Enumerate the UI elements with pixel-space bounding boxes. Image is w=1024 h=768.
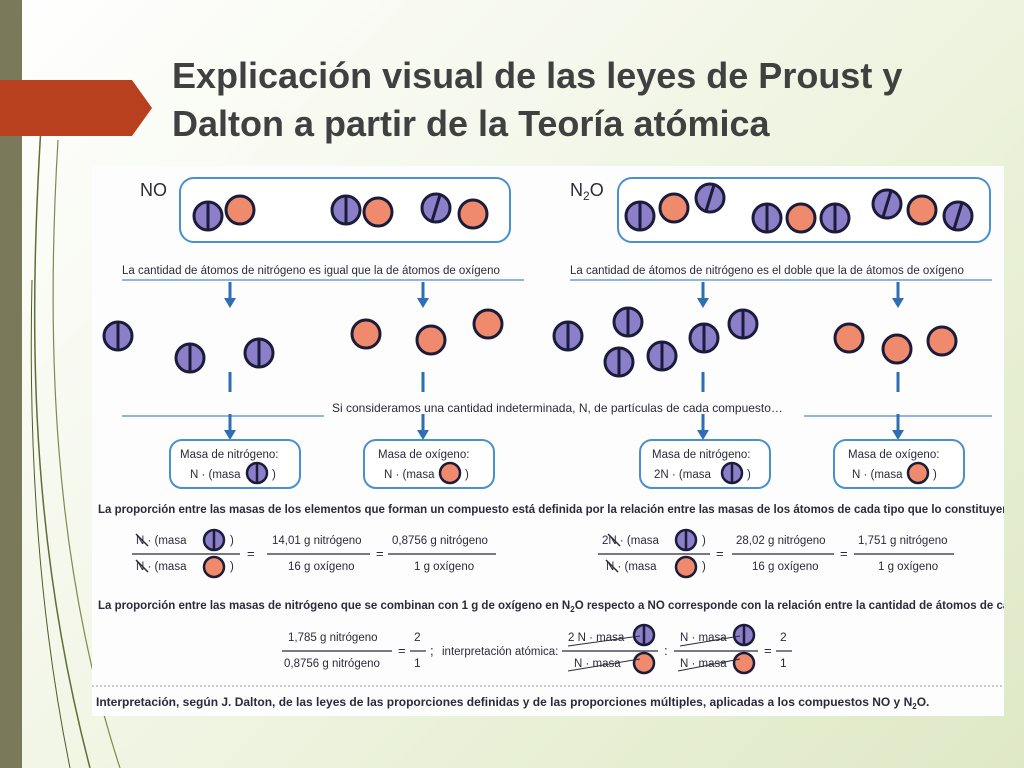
svg-text:1: 1: [414, 656, 421, 670]
svg-text:0,8756 g nitrógeno: 0,8756 g nitrógeno: [284, 658, 380, 670]
figure-caption: Interpretación, según J. Dalton, de las …: [96, 695, 929, 711]
down-arrow: [695, 280, 711, 310]
svg-text::: :: [664, 643, 668, 658]
svg-text:N · masa: N · masa: [680, 658, 727, 670]
svg-text:N · masa: N · masa: [574, 658, 621, 670]
label-no: NO: [140, 180, 167, 200]
svg-text:2: 2: [780, 630, 787, 644]
svg-text:=: =: [247, 546, 255, 561]
svg-text:2N · (masa: 2N · (masa: [602, 535, 659, 547]
svg-text:1,751 g nitrógeno: 1,751 g nitrógeno: [858, 535, 948, 547]
slide-title: Explicación visual de las leyes de Prous…: [172, 52, 1002, 148]
svg-text:Masa de nitrógeno:: Masa de nitrógeno:: [652, 449, 750, 461]
svg-text:1 g oxígeno: 1 g oxígeno: [878, 561, 938, 573]
dalton-figure: NO N2O La cantidad de átomos de nitrógen…: [92, 166, 1004, 716]
svg-text:0,8756 g nitrógeno: 0,8756 g nitrógeno: [392, 535, 488, 547]
title-line-1: Explicación visual de las leyes de Prous…: [172, 55, 903, 96]
svg-text:): ): [702, 561, 706, 573]
down-arrow: [415, 280, 431, 310]
mass-box-nitrogen-n2o: Masa de nitrógeno: 2N · (masa ): [639, 439, 771, 489]
left-accent-bar: [0, 0, 22, 768]
proportion-statement: La proporción entre las masas de los ele…: [98, 504, 1004, 516]
svg-text:2N · (masa: 2N · (masa: [654, 469, 711, 481]
final-ratio: 1,785 g nitrógeno 0,8756 g nitrógeno = 2…: [282, 623, 792, 675]
mass-box-nitrogen-no: Masa de nitrógeno: N · (masa ): [169, 439, 301, 489]
label-n2o: N2O: [570, 180, 604, 203]
svg-text:): ): [230, 561, 234, 573]
svg-text:2 N · masa: 2 N · masa: [568, 632, 625, 644]
n2o-molecule: [751, 202, 851, 234]
svg-text:Masa de oxígeno:: Masa de oxígeno:: [378, 449, 469, 461]
equation-no: N · (masa ) N · (masa ) = 14,01 g nitróg…: [132, 528, 496, 579]
svg-text:interpretación atómica:: interpretación atómica:: [442, 646, 558, 658]
svg-text:): ): [272, 469, 276, 481]
svg-text:=: =: [764, 643, 772, 658]
svg-text:=: =: [716, 546, 724, 561]
svg-text:2: 2: [414, 630, 421, 644]
svg-text:=: =: [376, 546, 384, 561]
svg-text:Masa de nitrógeno:: Masa de nitrógeno:: [180, 449, 278, 461]
multiple-proportions-statement: La proporción entre las masas de nitróge…: [98, 600, 1004, 614]
svg-text:N · (masa: N · (masa: [852, 469, 903, 481]
middle-statement: Si consideramos una cantidad indetermina…: [332, 401, 783, 415]
svg-text:1: 1: [780, 656, 787, 670]
svg-text:N · (masa: N · (masa: [606, 561, 657, 573]
svg-text:=: =: [840, 546, 848, 561]
svg-text:;: ;: [430, 643, 434, 658]
svg-text:N · masa: N · masa: [680, 632, 727, 644]
svg-text:28,02 g nitrógeno: 28,02 g nitrógeno: [736, 535, 826, 547]
svg-text:N · (masa: N · (masa: [190, 469, 241, 481]
down-arrow: [890, 412, 906, 442]
caption-right: La cantidad de átomos de nitrógeno es el…: [570, 265, 964, 277]
svg-text:): ): [465, 469, 469, 481]
svg-text:): ): [933, 469, 937, 481]
svg-text:1 g oxígeno: 1 g oxígeno: [414, 561, 474, 573]
separated-oxygen-atoms: [833, 322, 958, 365]
svg-text:14,01 g nitrógeno: 14,01 g nitrógeno: [272, 535, 362, 547]
down-arrow: [890, 280, 906, 310]
svg-text:16 g oxígeno: 16 g oxígeno: [752, 561, 819, 573]
down-arrow: [222, 280, 238, 310]
svg-text:=: =: [398, 643, 406, 658]
svg-text:): ): [702, 535, 706, 547]
svg-text:N · (masa: N · (masa: [136, 535, 187, 547]
svg-text:1,785 g nitrógeno: 1,785 g nitrógeno: [288, 632, 378, 644]
separated-nitrogen-atoms: [552, 306, 759, 378]
svg-text:16 g oxígeno: 16 g oxígeno: [288, 561, 355, 573]
svg-text:): ): [747, 469, 751, 481]
svg-text:): ): [230, 535, 234, 547]
separated-oxygen-atoms: [350, 308, 504, 356]
svg-text:N · (masa: N · (masa: [136, 561, 187, 573]
svg-text:Masa de oxígeno:: Masa de oxígeno:: [848, 449, 939, 461]
separated-nitrogen-atoms: [102, 320, 275, 374]
caption-left: La cantidad de átomos de nitrógeno es ig…: [122, 265, 500, 277]
title-line-2: Dalton a partir de la Teoría atómica: [172, 103, 770, 144]
equation-n2o: 2N · (masa ) N · (masa ) = 28,02 g nitró…: [598, 528, 954, 579]
mass-box-oxygen-no: Masa de oxígeno: N · (masa ): [363, 439, 495, 489]
title-arrow-tab: [0, 80, 152, 136]
svg-text:N · (masa: N · (masa: [384, 469, 435, 481]
down-arrow: [222, 412, 238, 442]
mass-box-oxygen-n2o: Masa de oxígeno: N · (masa ): [833, 439, 965, 489]
